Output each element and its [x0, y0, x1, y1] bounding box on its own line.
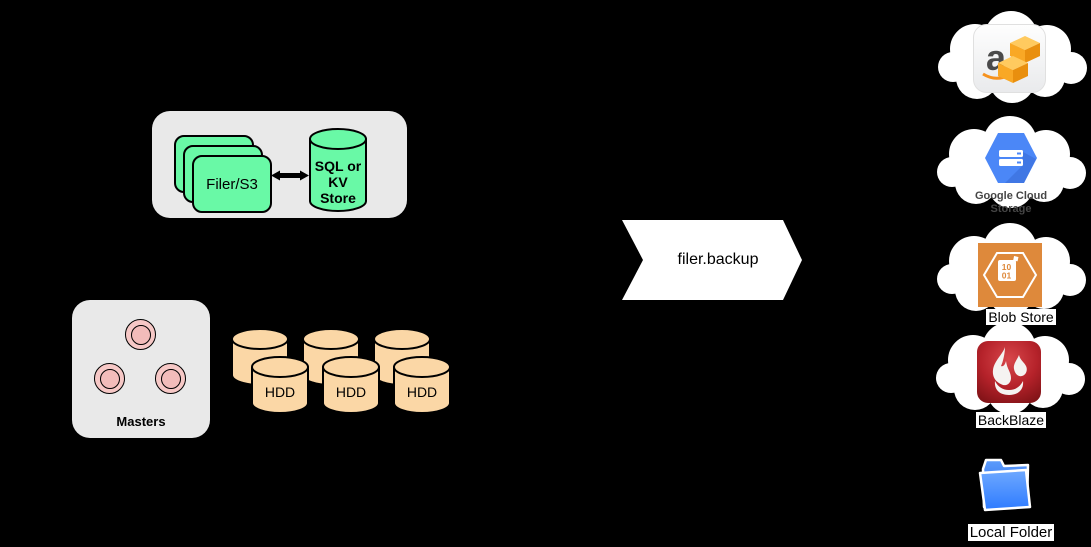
local-folder-label-wrap: Local Folder	[958, 524, 1064, 542]
masters-label: Masters	[116, 414, 166, 429]
local-folder-label: Local Folder	[967, 524, 1055, 541]
hdd-cylinder-front-1	[251, 356, 309, 414]
backblaze-icon	[977, 341, 1041, 403]
kv-store-cylinder	[309, 128, 367, 212]
destination-aws-cloud: a	[937, 11, 1087, 106]
local-folder-icon	[978, 458, 1032, 512]
master-node-left-core	[99, 368, 120, 389]
hdd-label-2: HDD	[335, 384, 367, 400]
backblaze-label-wrap: BackBlaze	[935, 412, 1087, 430]
master-node-right	[155, 363, 186, 394]
destination-local-folder: Local Folder	[958, 448, 1064, 547]
kv-store-label: SQL or KV Store	[314, 158, 362, 206]
master-node-left	[94, 363, 125, 394]
backblaze-label: BackBlaze	[975, 412, 1047, 428]
blob-store-icon: 10 01	[978, 243, 1042, 307]
volume-servers-group: HDD HDD HDD	[230, 327, 452, 415]
filer-label: Filer/S3	[206, 175, 258, 193]
bidirectional-arrow-icon	[271, 170, 309, 181]
filer-node-front	[192, 155, 272, 213]
svg-text:10: 10	[1002, 262, 1012, 272]
hdd-label-1: HDD	[264, 384, 296, 400]
destination-blob-cloud: 10 01 Blob Store	[936, 223, 1086, 325]
destination-backblaze-cloud: BackBlaze	[935, 322, 1085, 428]
filer-backup-label: filer.backup	[677, 251, 759, 268]
destination-gcs-cloud: Google Cloud Storage	[936, 116, 1086, 215]
hdd-cylinder-front-3	[393, 356, 451, 414]
filer-backup-arrow: filer.backup	[622, 220, 803, 300]
masters-container: Masters	[72, 300, 210, 438]
gcs-label: Google Cloud Storage	[974, 190, 1048, 215]
blob-store-label: Blob Store	[986, 309, 1056, 325]
master-node-top	[125, 319, 156, 350]
google-cloud-storage-icon	[985, 133, 1037, 183]
hdd-label-3: HDD	[406, 384, 438, 400]
svg-text:01: 01	[1002, 271, 1012, 281]
master-node-top-core	[130, 324, 151, 345]
master-node-right-core	[160, 368, 181, 389]
hdd-cylinder-front-2	[322, 356, 380, 414]
aws-icon: a	[973, 24, 1046, 93]
filer-group-container: Filer/S3 SQL or KV Store	[152, 111, 407, 218]
blob-store-label-wrap: Blob Store	[936, 309, 1091, 327]
